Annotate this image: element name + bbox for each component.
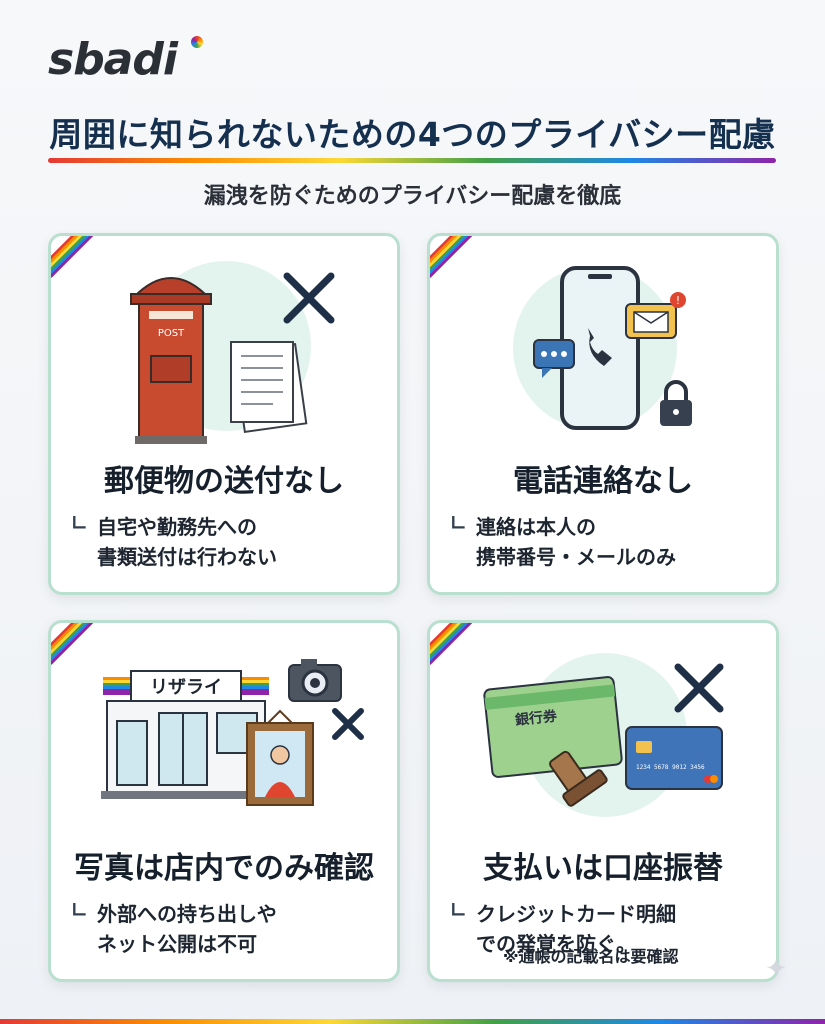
svg-text:!: ! bbox=[676, 294, 680, 307]
desc-line: 書類送付は行わない bbox=[97, 545, 277, 569]
indent-mark: ∟ bbox=[450, 511, 467, 535]
rainbow-divider bbox=[48, 158, 776, 163]
card-description: ∟ 外部への持ち出しや ネット公開は不可 bbox=[71, 898, 277, 959]
card-note: ※通帳の記載名は要確認 bbox=[503, 947, 679, 966]
illustration-mail: POST bbox=[130, 261, 335, 444]
card-title: 郵便物の送付なし bbox=[104, 464, 344, 499]
logo-rainbow-dot bbox=[191, 36, 203, 48]
svg-text:リザライ: リザライ bbox=[150, 677, 222, 698]
mail-icon: ! bbox=[625, 292, 686, 339]
svg-text:POST: POST bbox=[158, 328, 185, 339]
page-title: 周囲に知られないための4つのプライバシー配慮 bbox=[49, 115, 776, 154]
mailbox-icon: POST bbox=[130, 277, 212, 444]
lock-icon bbox=[660, 380, 692, 426]
indent-mark: ∟ bbox=[71, 511, 88, 535]
credit-card-icon: 1234 5678 9012 3456 bbox=[625, 726, 723, 790]
illustration-phone: ! bbox=[513, 266, 692, 430]
card-no-phone: ! 電話連絡なし ∟ 連絡は本人の 携帯番号・メールのみ bbox=[427, 233, 779, 595]
card-no-mail: POST 郵便物の送付なし ∟ 自宅や勤務先への 書類送付は行わない bbox=[48, 233, 400, 595]
portrait-frame-icon bbox=[246, 709, 314, 806]
page-subtitle: 漏洩を防ぐためのプライバシー配慮を徹底 bbox=[203, 184, 622, 209]
card-description: ∟ クレジットカード明細 での発覚を防ぐ。 bbox=[450, 898, 676, 959]
illustration-store: リザライ bbox=[101, 659, 364, 806]
indent-mark: ∟ bbox=[71, 898, 88, 922]
desc-line: 自宅や勤務先への bbox=[97, 515, 257, 539]
card-title: 支払いは口座振替 bbox=[483, 851, 723, 886]
cross-icon bbox=[283, 272, 335, 324]
card-description: ∟ 連絡は本人の 携帯番号・メールのみ bbox=[450, 511, 676, 572]
svg-text:銀行券: 銀行券 bbox=[514, 707, 559, 728]
desc-line: での発覚を防ぐ。 bbox=[476, 932, 636, 956]
desc-line: 携帯番号・メールのみ bbox=[476, 545, 676, 569]
documents-icon bbox=[230, 341, 308, 434]
desc-line: ネット公開は不可 bbox=[97, 932, 257, 956]
desc-line: クレジットカード明細 bbox=[476, 902, 676, 926]
indent-mark: ∟ bbox=[450, 898, 467, 922]
illustration-payment: 銀行券 1234 5678 9012 3456 bbox=[483, 653, 724, 817]
cross-icon bbox=[674, 663, 724, 713]
card-photo-in-store: リザライ 写真は店内でのみ確認 ∟ 外部への持ち出しや bbox=[48, 620, 400, 982]
cross-icon bbox=[332, 708, 364, 740]
stamp-icon bbox=[549, 750, 608, 807]
card-title: 電話連絡なし bbox=[513, 464, 693, 499]
desc-line: 連絡は本人の bbox=[476, 515, 596, 539]
camera-icon bbox=[288, 659, 342, 702]
rainbow-bottom-bar bbox=[0, 1019, 825, 1024]
store-icon: リザライ bbox=[101, 670, 271, 799]
sparkle-icon: ✦ bbox=[765, 954, 787, 984]
card-title: 写真は店内でのみ確認 bbox=[74, 851, 374, 886]
card-description: ∟ 自宅や勤務先への 書類送付は行わない bbox=[71, 511, 277, 572]
chat-bubble-icon bbox=[533, 339, 575, 378]
brand-logo: sbadi bbox=[48, 34, 178, 85]
svg-text:1234 5678 9012 3456: 1234 5678 9012 3456 bbox=[636, 764, 705, 771]
desc-line: 外部への持ち出しや bbox=[97, 902, 277, 926]
card-bank-transfer: 銀行券 1234 5678 9012 3456 支払いは口座振替 ∟ クレジット… bbox=[427, 620, 779, 982]
phone-icon bbox=[588, 328, 612, 366]
